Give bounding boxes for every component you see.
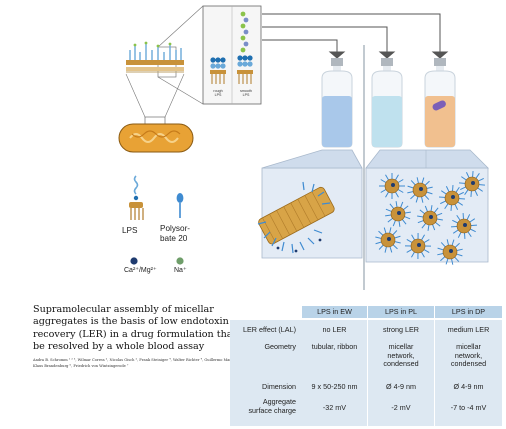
table-cell: tubular, ribbon (311, 342, 358, 351)
table-cell: medium LER (447, 325, 490, 334)
micelle (404, 232, 432, 260)
bacterium-icon (118, 123, 194, 153)
micelle (438, 184, 466, 212)
micelle (450, 212, 478, 240)
table-header-bg (302, 306, 502, 318)
polysorbate-legend-label: Polysor- bate 20 (160, 224, 191, 243)
table-cell: micellar network, condensed (450, 342, 487, 369)
table-cell: micellar network, condensed (383, 342, 419, 369)
legend-icons (129, 175, 184, 265)
row-label: Aggregate surface charge (248, 397, 296, 415)
micelle (407, 177, 433, 203)
column-header: LPS in PL (385, 307, 417, 316)
vial-dp (424, 58, 456, 148)
vial-pl (371, 58, 403, 148)
lps-legend-label: LPS (122, 226, 138, 235)
na-legend-label: Na⁺ (174, 267, 187, 274)
membrane-lps-strip (126, 41, 184, 73)
table-cell: no LER (322, 325, 347, 334)
connector-lines (262, 13, 449, 59)
table-cell: -7 to -4 mV (450, 403, 487, 412)
row-label: Dimension (262, 382, 296, 391)
table-body-bg (230, 320, 502, 426)
column-header: LPS in EW (317, 307, 352, 316)
paper-authors: Andra B. Schromm ¹ ² ³, Wilmar Correa ²,… (33, 358, 263, 369)
column-header: LPS in DP (451, 307, 486, 316)
row-label: Geometry (264, 342, 296, 351)
table-cell: -32 mV (322, 403, 347, 412)
table-cell: -2 mV (391, 403, 411, 412)
micelle (375, 227, 401, 253)
results-table: LPS in EW LPS in PL LPS in DP LER effect… (230, 306, 502, 426)
col-divider (434, 306, 435, 426)
table-cell: Ø 4-9 nm (453, 382, 484, 391)
micelle (379, 173, 405, 199)
vial-ew (321, 58, 353, 148)
ca-mg-legend-label: Ca²⁺/Mg²⁺ (124, 267, 157, 274)
na-legend-dot (176, 257, 184, 265)
micelle-layer (375, 171, 485, 265)
micelle (459, 171, 485, 197)
rough-lps-icon (210, 57, 226, 84)
micelle (417, 205, 443, 231)
micelle (437, 239, 463, 265)
col-divider (367, 306, 368, 426)
capsule-icon (432, 100, 446, 111)
polysorbate-legend-icon (176, 193, 184, 218)
paper-title: Supramolecular assembly of micellar aggr… (33, 304, 257, 352)
smooth-lps-icon (237, 11, 253, 84)
table-cell: 9 x 50-250 nm (311, 382, 358, 391)
ew-aggregate-panel (257, 149, 363, 259)
table-cell: Ø 4-9 nm (386, 382, 416, 391)
ca-mg-legend-dot (130, 257, 138, 265)
micelle (385, 201, 411, 227)
table-cell: strong LER (383, 325, 419, 334)
lps-legend-icon (129, 175, 144, 220)
row-label: LER effect (LAL) (242, 325, 296, 334)
